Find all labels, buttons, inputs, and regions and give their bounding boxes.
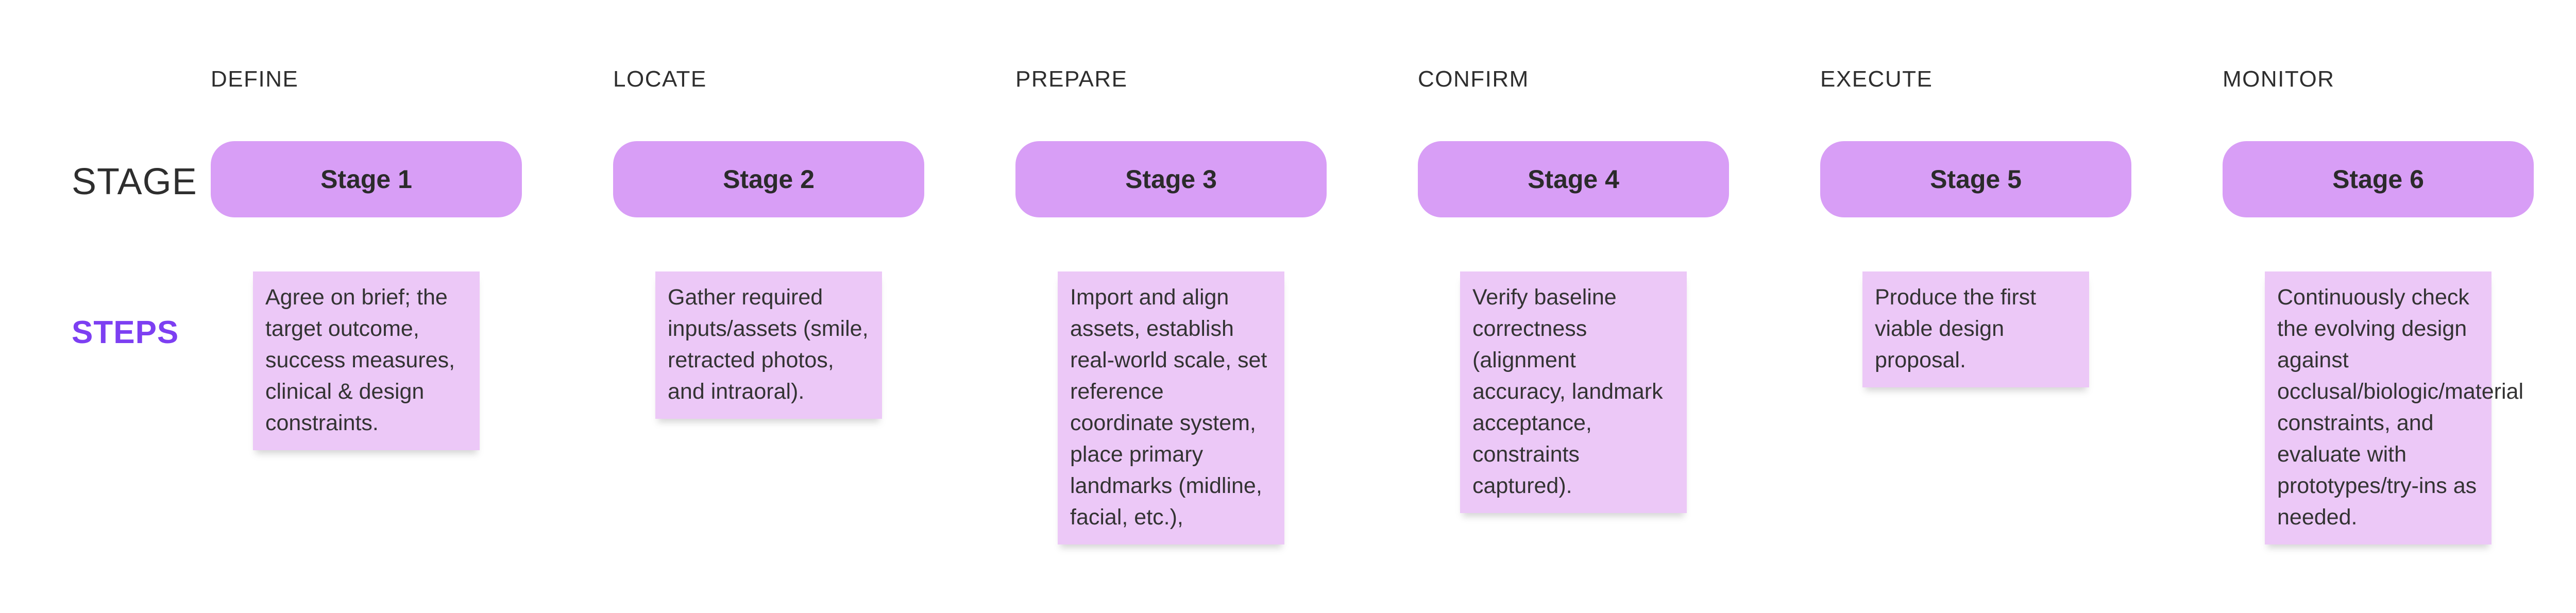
column-header: DEFINE	[211, 66, 299, 92]
stage-pill-label: Stage 6	[2332, 165, 2424, 194]
stage-column: EXECUTE Stage 5 Produce the first viable…	[1820, 67, 2131, 544]
step-note[interactable]: Verify baseline correctness (alignment a…	[1460, 271, 1687, 513]
step-note-text: Agree on brief; the target outcome, succ…	[265, 285, 455, 435]
step-note[interactable]: Continuously check the evolving design a…	[2265, 271, 2523, 544]
row-label-stage: STAGE	[72, 161, 197, 202]
row-label-steps: STEPS	[72, 315, 179, 350]
stage-column: LOCATE Stage 2 Gather required inputs/as…	[613, 67, 924, 544]
stage-column: MONITOR Stage 6 Continuously check the e…	[2223, 67, 2534, 544]
step-note[interactable]: Produce the first viable design proposal…	[1862, 271, 2089, 387]
stage-pill[interactable]: Stage 4	[1418, 141, 1729, 217]
step-note[interactable]: Agree on brief; the target outcome, succ…	[253, 271, 480, 450]
stage-pill[interactable]: Stage 6	[2223, 141, 2534, 217]
stage-pill-label: Stage 3	[1125, 165, 1217, 194]
column-header: CONFIRM	[1418, 66, 1529, 92]
stage-columns: DEFINE Stage 1 Agree on brief; the targe…	[211, 67, 2576, 544]
step-note-text: Verify baseline correctness (alignment a…	[1472, 285, 1663, 498]
stage-pill[interactable]: Stage 1	[211, 141, 522, 217]
step-note[interactable]: Gather required inputs/assets (smile, re…	[655, 271, 882, 419]
column-header: MONITOR	[2223, 66, 2335, 92]
column-header: LOCATE	[613, 66, 707, 92]
stage-pill-label: Stage 5	[1930, 165, 2022, 194]
stage-column: DEFINE Stage 1 Agree on brief; the targe…	[211, 67, 522, 544]
column-header: PREPARE	[1015, 66, 1128, 92]
step-note-text: Produce the first viable design proposal…	[1875, 285, 2037, 372]
step-note-text: Gather required inputs/assets (smile, re…	[668, 285, 869, 404]
stage-column: CONFIRM Stage 4 Verify baseline correctn…	[1418, 67, 1729, 544]
step-note-text: Import and align assets, establish real-…	[1070, 285, 1267, 530]
stage-pill[interactable]: Stage 2	[613, 141, 924, 217]
stage-pill-label: Stage 1	[320, 165, 412, 194]
stage-pill-label: Stage 4	[1528, 165, 1619, 194]
stage-column: PREPARE Stage 3 Import and align assets,…	[1015, 67, 1327, 544]
stage-pill[interactable]: Stage 3	[1015, 141, 1327, 217]
column-header: EXECUTE	[1820, 66, 1933, 92]
stage-pill-label: Stage 2	[723, 165, 815, 194]
step-note-text: Continuously check the evolving design a…	[2277, 285, 2523, 530]
stage-pill[interactable]: Stage 5	[1820, 141, 2131, 217]
step-note[interactable]: Import and align assets, establish real-…	[1058, 271, 1284, 544]
